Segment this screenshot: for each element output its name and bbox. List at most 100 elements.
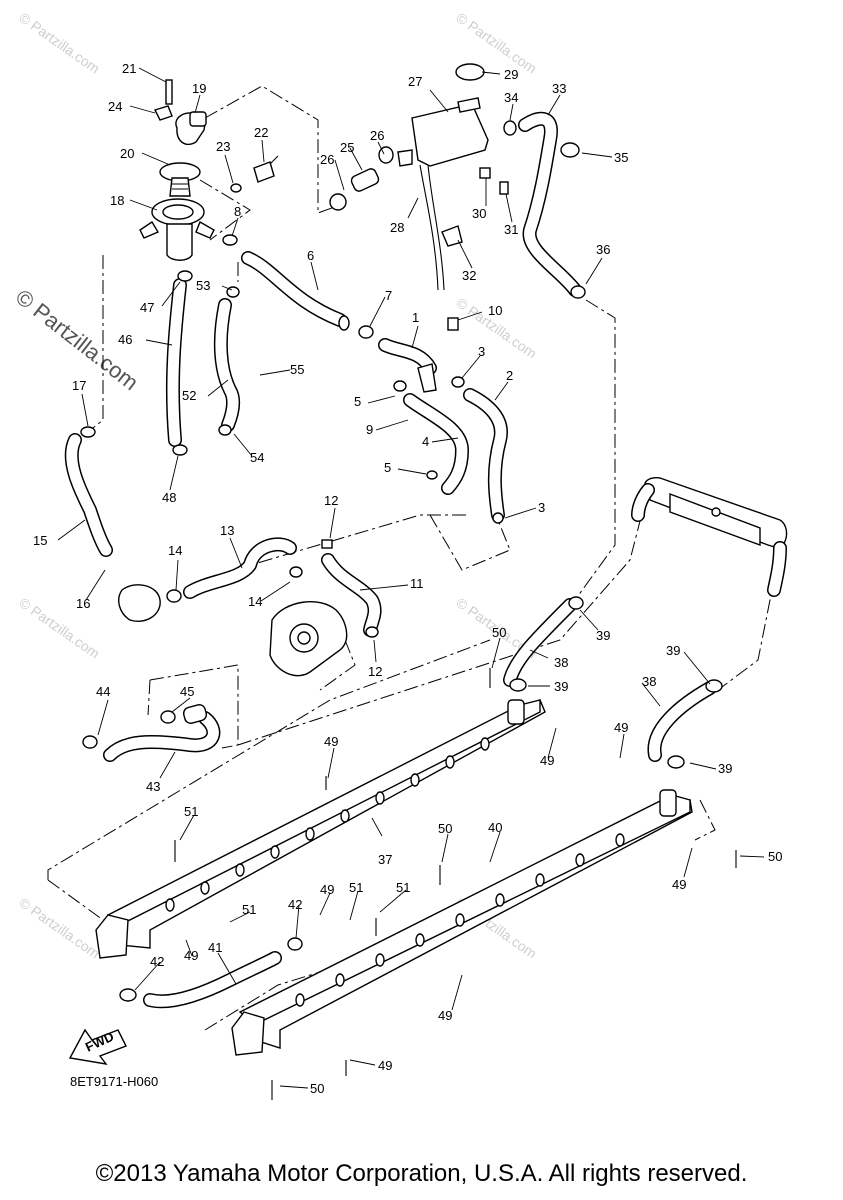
watermark-text: © Partzilla.com [16,894,102,961]
label-49h: 49 [378,1058,392,1073]
label-26a: 26 [320,152,334,167]
label-18: 18 [110,193,124,208]
label-55: 55 [290,362,304,377]
label-22: 22 [254,125,268,140]
reservoir-tank-27 [397,63,489,291]
watermark-text: © Partzilla.com [16,9,102,76]
label-49c: 49 [324,734,338,749]
label-3b: 3 [538,500,545,515]
hose-33 [518,111,582,297]
label-49b: 49 [614,720,628,735]
label-8: 8 [234,204,241,219]
hose-41 [143,951,282,1009]
fwd-arrow: FWD [68,1029,127,1065]
hose-15 [64,433,113,557]
bolts-30-31 [479,167,509,195]
clamps [80,120,723,1002]
label-51d: 51 [396,880,410,895]
leader-lines [57,67,765,1089]
label-30: 30 [472,206,486,221]
hose-1 [378,338,437,393]
label-46: 46 [118,332,132,347]
hose-4 [403,393,469,495]
label-42b: 42 [150,954,164,969]
label-11: 11 [410,576,424,591]
label-23: 23 [216,139,230,154]
label-32: 32 [462,268,476,283]
label-26b: 26 [370,128,384,143]
label-19: 19 [192,81,206,96]
label-50d: 50 [310,1081,324,1096]
label-44: 44 [96,684,110,699]
copyright-notice: ©2013 Yamaha Motor Corporation, U.S.A. A… [95,1160,748,1187]
label-34: 34 [504,90,518,105]
label-51c: 51 [349,880,363,895]
sensor-22 [230,155,279,193]
label-13: 13 [220,523,234,538]
hose-11 [321,553,382,637]
label-41: 41 [208,940,222,955]
label-20: 20 [120,146,134,161]
thermostat [159,162,201,197]
hose-46 [165,278,187,447]
label-27: 27 [408,74,422,89]
thermostat-cover [154,79,207,146]
label-12a: 12 [324,493,338,508]
hose-25 [350,168,380,192]
label-37: 37 [378,852,392,867]
diagram-code: 8ET9171-H060 [70,1074,159,1089]
water-pump [269,601,348,677]
heat-exchanger [631,476,788,597]
label-48: 48 [162,490,176,505]
hose-6 [241,251,350,331]
label-50b: 50 [438,821,452,836]
label-4: 4 [422,434,429,449]
label-49g: 49 [438,1008,452,1023]
label-12b: 12 [368,664,382,679]
label-1: 1 [412,310,419,325]
label-33: 33 [552,81,566,96]
label-2: 2 [506,368,513,383]
parts-diagram: © Partzilla.com © Partzilla.com © Partzi… [11,9,788,1100]
label-29: 29 [504,67,518,82]
label-7: 7 [385,288,392,303]
label-17: 17 [72,378,86,393]
bolts [174,668,737,1100]
label-49d: 49 [672,877,686,892]
label-35: 35 [614,150,628,165]
label-5a: 5 [354,394,361,409]
label-25: 25 [340,140,354,155]
hose-52 [213,298,241,432]
cooler-rail-37 [95,699,546,959]
label-39d: 39 [718,761,732,776]
label-53: 53 [196,278,210,293]
label-39c: 39 [666,643,680,658]
label-51b: 51 [242,902,256,917]
label-39b: 39 [554,679,568,694]
label-42a: 42 [288,897,302,912]
label-51a: 51 [184,804,198,819]
label-47: 47 [140,300,154,315]
label-45: 45 [180,684,194,699]
pump-part-16 [118,584,161,622]
hose-43 [103,711,221,762]
hose-2 [463,388,508,522]
label-39a: 39 [596,628,610,643]
label-6: 6 [307,248,314,263]
label-38b: 38 [642,674,656,689]
label-49f: 49 [184,948,198,963]
label-40: 40 [488,820,502,835]
label-54: 54 [250,450,264,465]
bracket-32 [441,225,463,247]
label-50c: 50 [768,849,782,864]
label-21: 21 [122,61,136,76]
hose-13 [183,537,297,599]
label-24: 24 [108,99,122,114]
hose-38-upper [503,598,577,687]
part-labels: 21 19 24 20 23 22 18 8 6 7 1 10 3 2 5 9 … [33,61,782,1096]
thermostat-housing [139,198,215,261]
routing-lines [47,85,776,1031]
label-49a: 49 [540,753,554,768]
label-43: 43 [146,779,160,794]
label-9: 9 [366,422,373,437]
